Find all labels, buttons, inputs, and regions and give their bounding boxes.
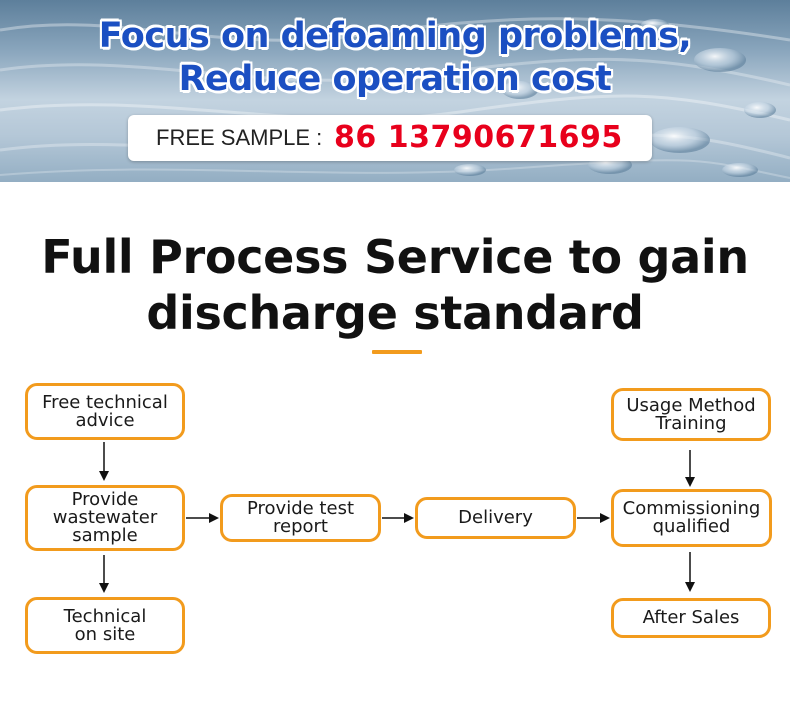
step-label: Training (655, 412, 727, 434)
step-label: wastewater (52, 507, 158, 528)
step-label: Free technical (42, 391, 168, 413)
step-label: qualified (652, 516, 731, 537)
step-after-sales: After Sales (611, 598, 771, 638)
banner-headline-line2: Reduce operation cost (178, 59, 612, 99)
step-technical-on-site: Technical on site (25, 597, 185, 654)
banner-headline-line1: Focus on defoaming problems, (98, 16, 692, 56)
step-commissioning-qualified: Commissioning qualified (611, 489, 772, 547)
step-label: Commissioning (622, 498, 761, 519)
step-label: Technical (63, 605, 147, 627)
step-label: advice (75, 409, 135, 431)
step-free-technical-advice: Free technical advice (25, 383, 185, 440)
sample-phone-number[interactable]: 86 13790671695 (334, 120, 623, 155)
step-provide-test-report: Provide test report (220, 494, 381, 542)
step-usage-method-training: Usage Method Training (611, 388, 771, 441)
step-label: sample (72, 525, 138, 546)
step-provide-wastewater-sample: Provide wastewater sample (25, 485, 185, 551)
step-label: on site (74, 623, 136, 645)
step-delivery: Delivery (415, 497, 576, 539)
free-sample-label: FREE SAMPLE : (156, 125, 323, 150)
section-title-line1: Full Process Service to gain (41, 230, 749, 284)
section-title-line2: discharge standard (146, 286, 644, 340)
step-label: Delivery (458, 507, 533, 528)
title-accent-underline (372, 350, 422, 354)
hero-banner: Focus on defoaming problems, Reduce oper… (0, 0, 790, 182)
step-label: Provide test (247, 498, 354, 519)
step-label: Usage Method (626, 394, 756, 416)
free-sample-box: FREE SAMPLE : 86 13790671695 (128, 115, 652, 161)
step-label: After Sales (642, 607, 740, 628)
step-label: Provide (71, 489, 139, 510)
step-label: report (273, 516, 328, 537)
